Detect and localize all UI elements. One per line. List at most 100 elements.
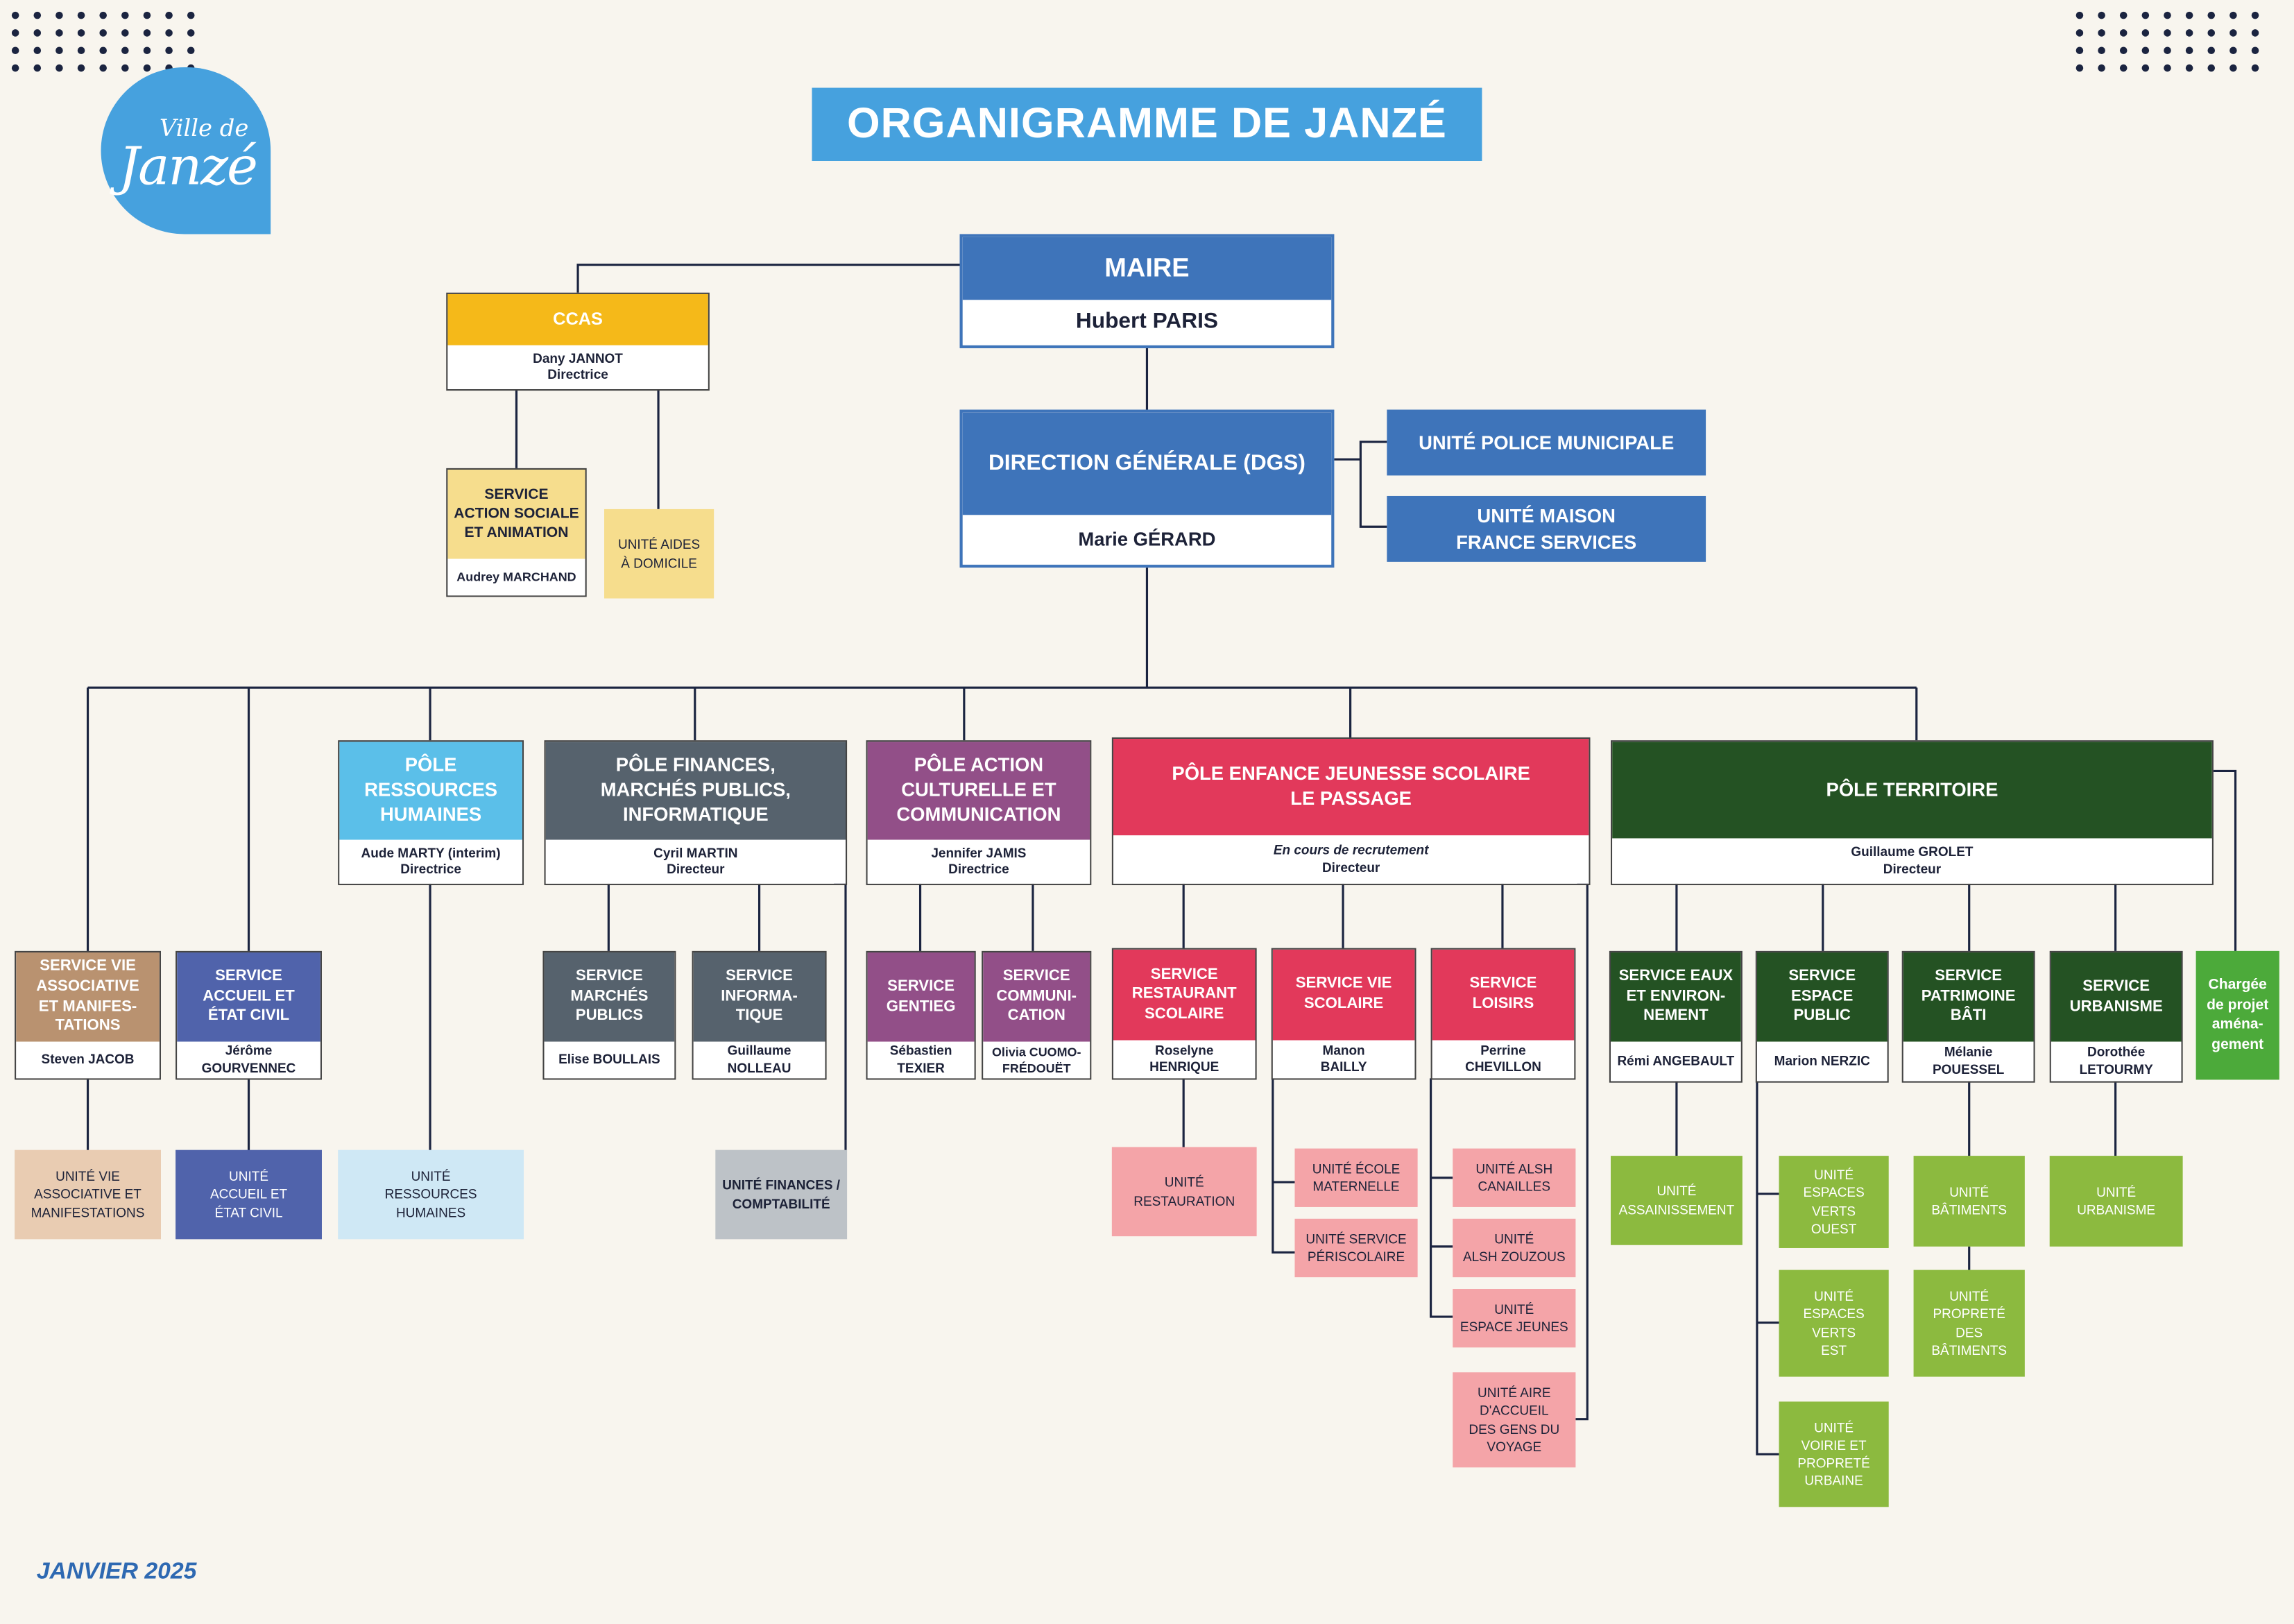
unite-rh-label: UNITÉ RESSOURCES HUMAINES	[384, 1169, 477, 1220]
service-communication-title: SERVICE COMMUNI- CATION	[983, 952, 1090, 1042]
pole-finances-title: PÔLE FINANCES, MARCHÉS PUBLICS, INFORMAT…	[545, 742, 846, 840]
service-informatique-title: SERVICE INFORMA- TIQUE	[693, 952, 825, 1042]
dgs-box: DIRECTION GÉNÉRALE (DGS) Marie GÉRARD	[959, 409, 1335, 568]
unite-vie-associative: UNITÉ VIE ASSOCIATIVE ET MANIFESTATIONS	[15, 1149, 161, 1240]
decor-dots-left	[11, 11, 195, 72]
unite-ecole-maternelle-label: UNITÉ ÉCOLE MATERNELLE	[1312, 1161, 1401, 1194]
unite-batiments: UNITÉ BÂTIMENTS	[1913, 1156, 2025, 1247]
unite-assainissement: UNITÉ ASSAINISSEMENT	[1611, 1156, 1743, 1245]
service-accueil-box: SERVICE ACCUEIL ET ÉTAT CIVIL Jérôme GOU…	[176, 950, 322, 1080]
logo-line2: Janzé	[118, 137, 258, 198]
unite-espace-jeunes-label: UNITÉ ESPACE JEUNES	[1460, 1301, 1568, 1335]
unite-accueil-label: UNITÉ ACCUEIL ET ÉTAT CIVIL	[209, 1169, 288, 1220]
service-gentieg-box: SERVICE GENTIEG Sébastien TEXIER	[866, 950, 976, 1080]
unite-ecole-maternelle: UNITÉ ÉCOLE MATERNELLE	[1294, 1148, 1418, 1207]
pole-rh-box: PÔLE RESSOURCES HUMAINES Aude MARTY (int…	[338, 740, 524, 885]
unite-assainissement-label: UNITÉ ASSAINISSEMENT	[1618, 1183, 1735, 1217]
pole-enfance-recruitment: En cours de recrutement	[1273, 843, 1429, 858]
pole-territoire-box: PÔLE TERRITOIRE Guillaume GROLET Directe…	[1611, 740, 2214, 885]
aides-domicile-label: UNITÉ AIDES À DOMICILE	[618, 537, 701, 570]
dgs-title: DIRECTION GÉNÉRALE (DGS)	[962, 412, 1332, 515]
service-marches-publics-name: Elise BOULLAIS	[544, 1041, 675, 1079]
service-marches-publics-title: SERVICE MARCHÉS PUBLICS	[544, 952, 675, 1042]
service-vie-scolaire-name: Manon BAILLY	[1272, 1040, 1415, 1079]
aides-domicile-unit: UNITÉ AIDES À DOMICILE	[604, 508, 714, 599]
france-services-label: UNITÉ MAISON FRANCE SERVICES	[1456, 504, 1637, 553]
pole-enfance-box: PÔLE ENFANCE JEUNESSE SCOLAIRE LE PASSAG…	[1111, 737, 1591, 885]
action-sociale-name: Audrey MARCHAND	[447, 558, 585, 596]
service-informatique-name: Guillaume NOLLEAU	[693, 1041, 825, 1079]
decor-dots-right	[2075, 11, 2259, 72]
service-vie-scolaire-box: SERVICE VIE SCOLAIRE Manon BAILLY	[1271, 948, 1416, 1080]
action-sociale-box: SERVICE ACTION SOCIALE ET ANIMATION Audr…	[446, 468, 587, 597]
unite-urbanisme: UNITÉ URBANISME	[2049, 1156, 2183, 1247]
unite-alsh-zouzous: UNITÉ ALSH ZOUZOUS	[1453, 1218, 1576, 1278]
unite-periscolaire-label: UNITÉ SERVICE PÉRISCOLAIRE	[1306, 1231, 1407, 1265]
unite-espaces-verts-ouest: UNITÉ ESPACES VERTS OUEST	[1779, 1156, 1889, 1248]
france-services-unit: UNITÉ MAISON FRANCE SERVICES	[1387, 495, 1706, 562]
pole-culture-box: PÔLE ACTION CULTURELLE ET COMMUNICATION …	[866, 740, 1092, 885]
service-restaurant-scolaire-title: SERVICE RESTAURANT SCOLAIRE	[1113, 949, 1256, 1041]
unite-accueil: UNITÉ ACCUEIL ET ÉTAT CIVIL	[176, 1149, 322, 1240]
service-patrimoine-bati-name: Mélanie POUESSEL	[1903, 1041, 2034, 1082]
unite-gens-du-voyage-label: UNITÉ AIRE D'ACCUEIL DES GENS DU VOYAGE	[1469, 1385, 1560, 1454]
service-espace-public-title: SERVICE ESPACE PUBLIC	[1756, 952, 1888, 1042]
unite-urbanisme-label: UNITÉ URBANISME	[2077, 1184, 2156, 1217]
unite-vie-associative-label: UNITÉ VIE ASSOCIATIVE ET MANIFESTATIONS	[31, 1169, 145, 1220]
service-espace-public-box: SERVICE ESPACE PUBLIC Marion NERZIC	[1755, 950, 1889, 1083]
service-loisirs-box: SERVICE LOISIRS Perrine CHEVILLON	[1430, 948, 1576, 1080]
unite-gens-du-voyage: UNITÉ AIRE D'ACCUEIL DES GENS DU VOYAGE	[1453, 1372, 1576, 1468]
service-vie-associative-name: Steven JACOB	[16, 1041, 160, 1079]
chargee-projet-amenagement: Chargée de projet aména- gement	[2195, 950, 2279, 1080]
dgs-name: Marie GÉRARD	[962, 515, 1332, 565]
service-accueil-title: SERVICE ACCUEIL ET ÉTAT CIVIL	[177, 952, 320, 1042]
unite-periscolaire: UNITÉ SERVICE PÉRISCOLAIRE	[1294, 1218, 1418, 1278]
police-municipale-unit: UNITÉ POLICE MUNICIPALE	[1387, 409, 1706, 476]
unite-restauration: UNITÉ RESTAURATION	[1111, 1147, 1257, 1237]
maire-title: MAIRE	[962, 237, 1332, 300]
ville-logo: Ville de Janzé	[101, 67, 271, 234]
service-loisirs-name: Perrine CHEVILLON	[1432, 1040, 1575, 1079]
pole-rh-name: Aude MARTY (interim) Directrice	[339, 839, 522, 884]
pole-culture-title: PÔLE ACTION CULTURELLE ET COMMUNICATION	[867, 742, 1090, 840]
unite-espaces-verts-est-label: UNITÉ ESPACES VERTS EST	[1803, 1289, 1865, 1358]
pole-finances-box: PÔLE FINANCES, MARCHÉS PUBLICS, INFORMAT…	[544, 740, 848, 885]
service-marches-publics-box: SERVICE MARCHÉS PUBLICS Elise BOULLAIS	[542, 950, 676, 1080]
pole-enfance-role: Directeur	[1321, 860, 1380, 875]
service-accueil-name: Jérôme GOURVENNEC	[177, 1041, 320, 1079]
ccas-title: CCAS	[447, 293, 708, 345]
pole-culture-name: Jennifer JAMIS Directrice	[867, 839, 1090, 884]
service-urbanisme-title: SERVICE URBANISME	[2051, 952, 2182, 1042]
service-eaux-title: SERVICE EAUX ET ENVIRON- NEMENT	[1611, 952, 1741, 1042]
service-espace-public-name: Marion NERZIC	[1756, 1041, 1888, 1082]
service-restaurant-scolaire-box: SERVICE RESTAURANT SCOLAIRE Roselyne HEN…	[1111, 948, 1257, 1080]
page-title: ORGANIGRAMME DE JANZÉ	[812, 87, 1482, 161]
unite-proprete-batiments-label: UNITÉ PROPRETÉ DES BÂTIMENTS	[1931, 1289, 2008, 1358]
service-vie-scolaire-title: SERVICE VIE SCOLAIRE	[1272, 949, 1415, 1041]
unite-alsh-canailles-label: UNITÉ ALSH CANAILLES	[1475, 1161, 1553, 1194]
service-communication-box: SERVICE COMMUNI- CATION Olivia CUOMO- FR…	[982, 950, 1092, 1080]
service-eaux-name: Rémi ANGEBAULT	[1611, 1041, 1741, 1082]
chargee-projet-label: Chargée de projet aména- gement	[2207, 977, 2269, 1053]
service-gentieg-title: SERVICE GENTIEG	[867, 952, 975, 1042]
unite-finances-comptabilite: UNITÉ FINANCES / COMPTABILITÉ	[715, 1149, 848, 1240]
maire-name: Hubert PARIS	[962, 300, 1332, 345]
pole-enfance-director: En cours de recrutement Directeur	[1113, 835, 1589, 884]
unite-espaces-verts-est: UNITÉ ESPACES VERTS EST	[1779, 1270, 1889, 1377]
service-vie-associative-box: SERVICE VIE ASSOCIATIVE ET MANIFES- TATI…	[15, 950, 161, 1080]
service-loisirs-title: SERVICE LOISIRS	[1432, 949, 1575, 1041]
police-municipale-label: UNITÉ POLICE MUNICIPALE	[1419, 431, 1675, 454]
service-urbanisme-name: Dorothée LETOURMY	[2051, 1041, 2182, 1082]
service-gentieg-name: Sébastien TEXIER	[867, 1041, 975, 1079]
logo-line1: Ville de	[159, 114, 249, 142]
service-eaux-box: SERVICE EAUX ET ENVIRON- NEMENT Rémi ANG…	[1609, 950, 1743, 1083]
service-informatique-box: SERVICE INFORMA- TIQUE Guillaume NOLLEAU	[692, 950, 827, 1080]
pole-rh-title: PÔLE RESSOURCES HUMAINES	[339, 742, 522, 840]
unite-alsh-canailles: UNITÉ ALSH CANAILLES	[1453, 1148, 1576, 1207]
ccas-box: CCAS Dany JANNOT Directrice	[446, 292, 710, 391]
unite-rh: UNITÉ RESSOURCES HUMAINES	[338, 1149, 524, 1240]
service-communication-name: Olivia CUOMO- FRÉDOUËT	[983, 1041, 1090, 1079]
service-urbanisme-box: SERVICE URBANISME Dorothée LETOURMY	[2049, 950, 2183, 1083]
service-patrimoine-bati-box: SERVICE PATRIMOINE BÂTI Mélanie POUESSEL	[1901, 950, 2035, 1083]
